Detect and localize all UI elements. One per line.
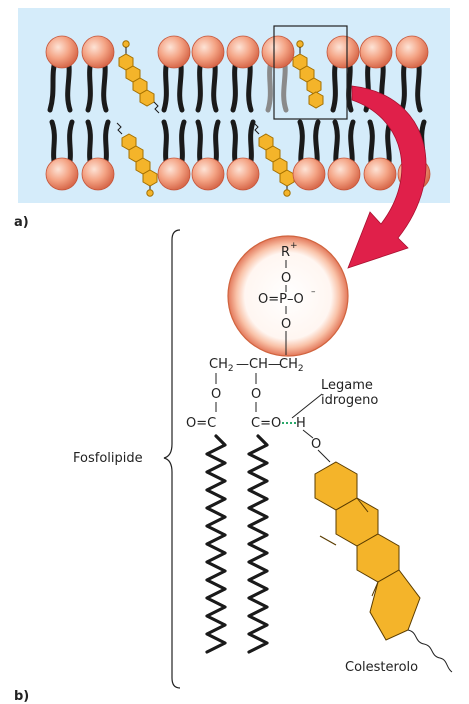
bottom-leaflet-heads [45,157,431,191]
phospholipid-label: Fosfolipide [73,451,143,466]
fatty-acid-tails [205,434,269,654]
fatty-acid-tail-right [247,434,269,654]
zoom-highlight-box [273,25,348,120]
backbone-ch: —CH— [236,357,281,372]
oxygen-upper: O [281,271,291,286]
fatty-acid-tail-left [205,434,227,654]
cholesterol-hydroxyl-oxygen: O [311,437,321,452]
top-leaflet-heads [45,35,429,69]
panel-b-label: b) [14,689,29,704]
phospholipid-brace [163,229,181,689]
r-charge: + [290,241,298,251]
ester-carbonyl-right: C=O [251,416,281,431]
glycerol-backbone: CH2 —CH— CH2 O O O=C C=O [186,357,304,431]
ester-carbonyl-left: O=C [186,416,216,431]
panel-a-label: a) [14,215,29,230]
bilayer-panel [18,8,450,203]
oxygen-lower: O [281,317,291,332]
ring-double-bond [319,535,337,546]
ester-oxygen-left: O [211,387,221,402]
legame-pointer [291,393,323,419]
head-group-formula: R + O O=P–O – O [258,241,316,355]
head-group-sphere [227,235,349,357]
hydrogen-bond-label-line2: idrogeno [321,393,378,408]
backbone-ch2-left: CH2 [209,357,234,374]
hydrogen-bond-label: Legame idrogeno [321,378,378,408]
phosphate-charge: – [311,287,316,297]
r-group: R [281,245,290,260]
sterol-kinked-tails [116,101,260,135]
cholesterol-side-chain [407,629,453,673]
hydrogen-atom: H [296,416,306,431]
zoom-arrow [347,85,427,269]
phosphate-group: O=P–O [258,292,304,307]
cholesterol-ring-system [314,461,421,641]
cholesterol-label: Colesterolo [345,660,418,675]
ester-oxygen-right: O [251,387,261,402]
hydrogen-bond-label-line1: Legame [321,378,373,393]
backbone-ch2-right: CH2 [279,357,304,374]
